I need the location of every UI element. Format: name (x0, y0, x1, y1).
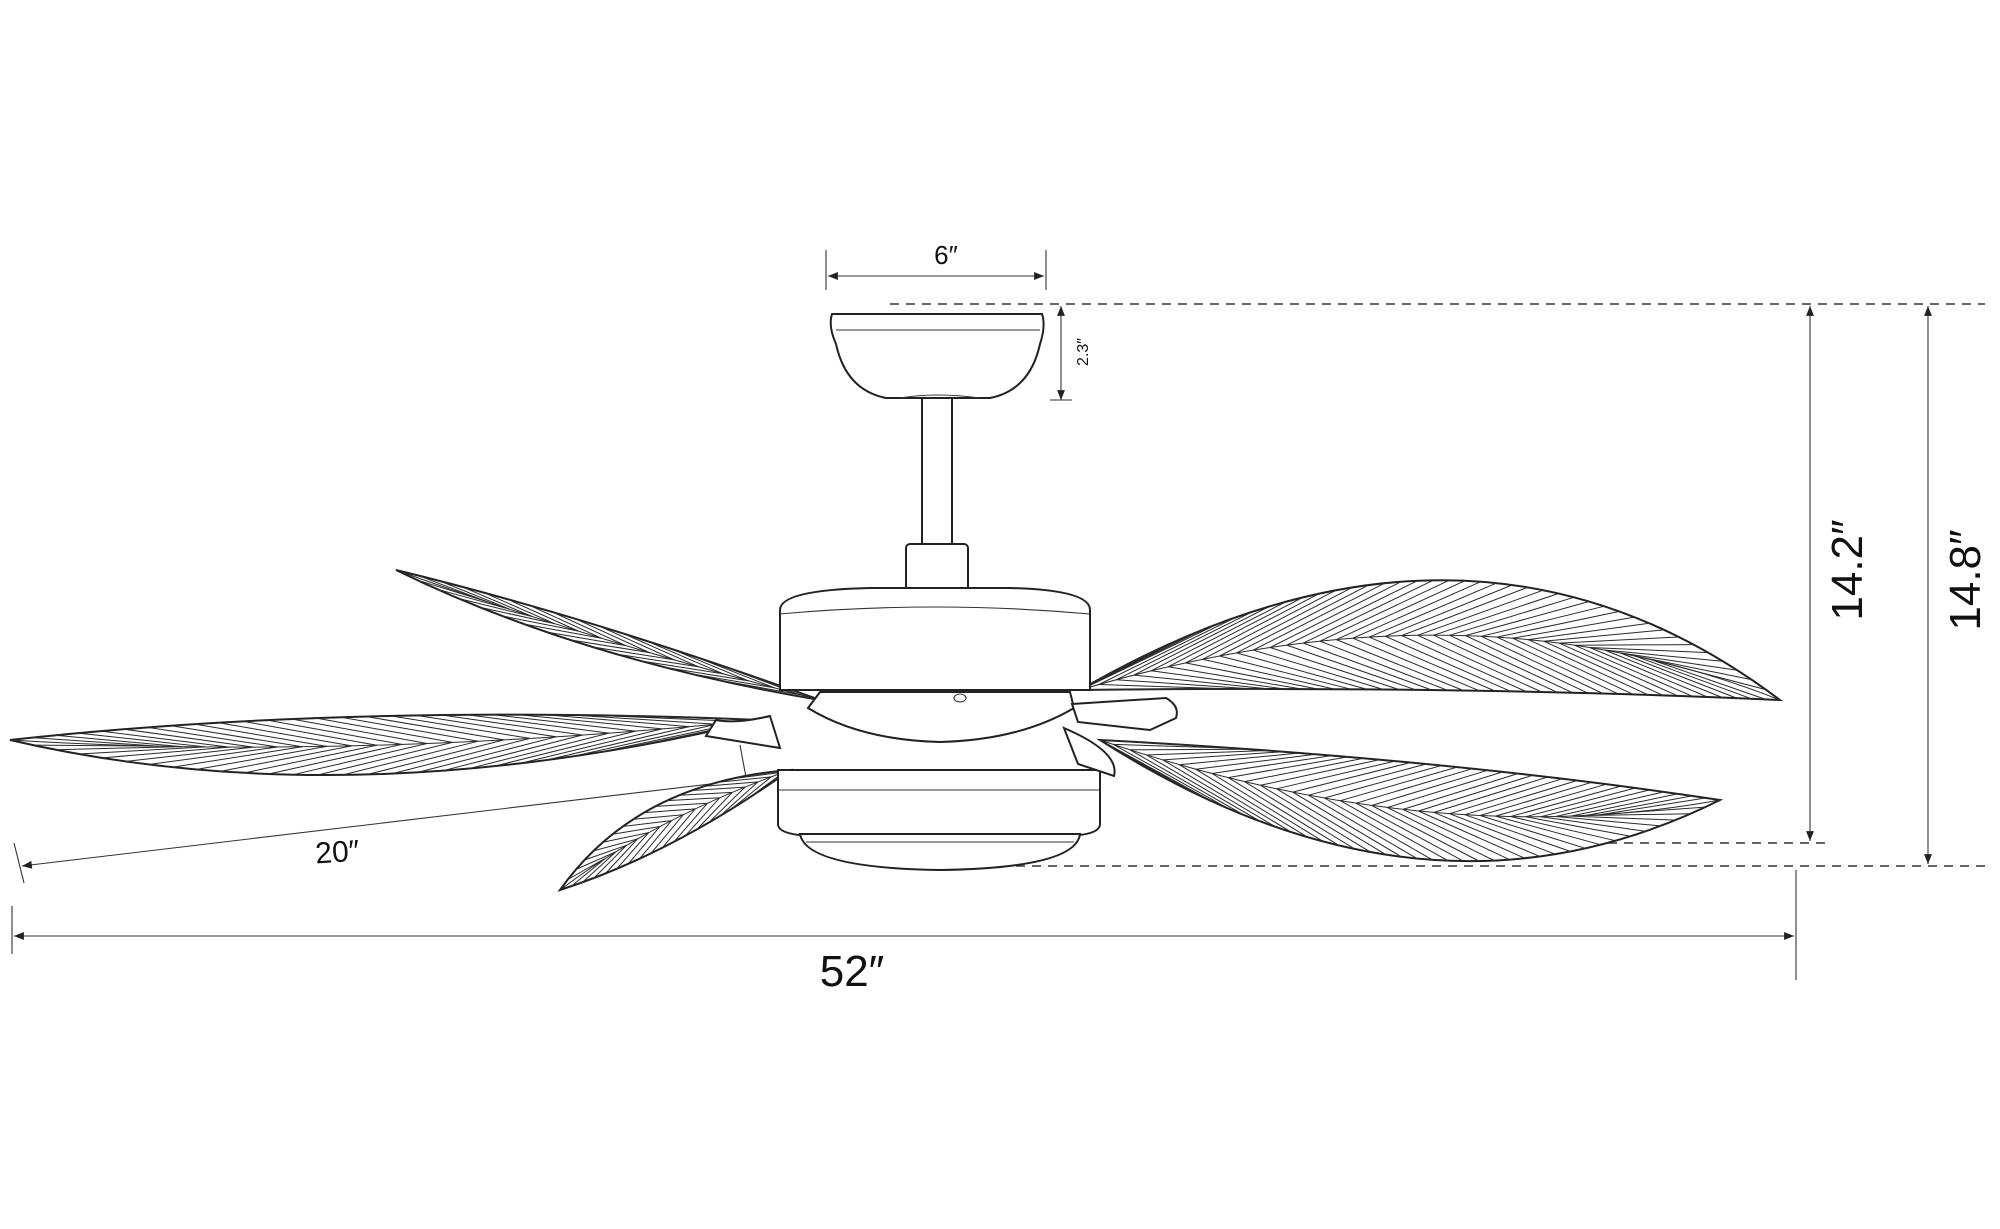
height-min-label: 14.2″ (1823, 519, 1872, 620)
blade-back-right-rib (1081, 689, 1217, 690)
blade-upper-left (396, 570, 820, 700)
light-housing (778, 770, 1100, 836)
downrod (922, 398, 952, 544)
blade-iron-right (1072, 698, 1177, 730)
blade-iron-front (1064, 728, 1115, 776)
blade-upper-left-rib (418, 575, 488, 601)
canopy-width-label: 6″ (934, 240, 958, 270)
canopy-height-label: 2.3″ (1075, 338, 1092, 366)
blade-hub (808, 692, 1074, 742)
blade-back-right (1080, 580, 1780, 700)
downrod-coupler (906, 544, 968, 592)
blade-iron-left (706, 716, 780, 748)
blade-length-ext-left (14, 843, 24, 883)
height-max-label: 14.8″ (1941, 529, 1990, 630)
light-kit-lens (800, 834, 1080, 870)
canopy (831, 314, 1044, 398)
motor-housing (780, 588, 1090, 690)
blade-length-label: 20″ (314, 835, 361, 871)
blade-back-right-rib (1574, 645, 1693, 646)
overall-span-label: 52″ (820, 947, 885, 996)
fan-body (706, 314, 1177, 870)
blade-front-right-rib (1130, 749, 1251, 750)
blade-left (10, 715, 760, 775)
